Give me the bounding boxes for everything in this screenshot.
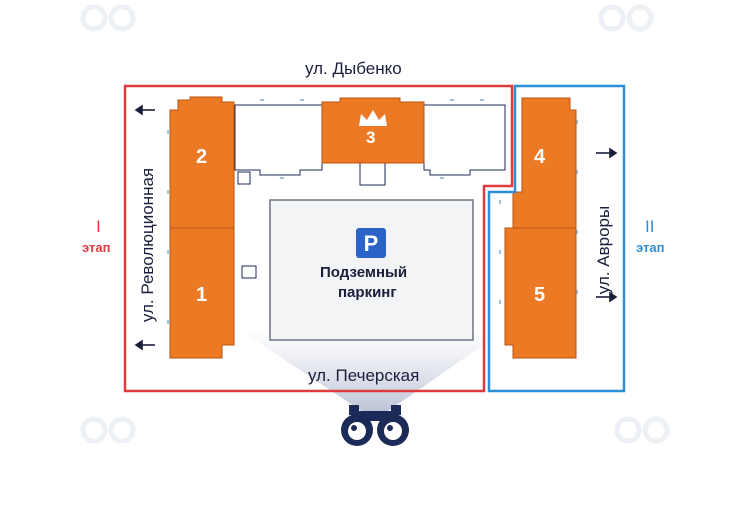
building-2-shape xyxy=(169,96,235,229)
direction-arrows xyxy=(134,104,618,351)
parking-area xyxy=(269,199,474,341)
building-number-4: 4 xyxy=(534,146,546,168)
parking-caption-line1: Подземный xyxy=(320,264,408,281)
street-east: ул. Авроры xyxy=(594,205,613,295)
other-buildings xyxy=(234,104,506,279)
parking-icon xyxy=(356,228,386,258)
orange-buildings xyxy=(169,96,577,359)
building-number-2: 2 xyxy=(196,146,208,168)
street-north: ул. Дыбенко xyxy=(305,59,402,78)
parking-icon-letter: P xyxy=(364,231,379,256)
building-number-1: 1 xyxy=(196,284,208,306)
parking-caption-line2: паркинг xyxy=(338,284,397,301)
watermark-binoculars-icon xyxy=(80,4,670,444)
view-cone xyxy=(240,330,505,420)
binoculars-icon xyxy=(341,405,409,446)
building-number-5: 5 xyxy=(534,284,546,306)
stage-2-boundary xyxy=(487,84,626,393)
building-5-shape xyxy=(504,227,577,359)
building-3-shape xyxy=(321,97,425,164)
street-west: ул. Революционная xyxy=(138,167,157,323)
stage-1-numeral: I xyxy=(96,217,101,236)
stage-2-word: этап xyxy=(636,240,665,255)
crown-icon xyxy=(359,110,387,126)
stage-2-numeral: II xyxy=(645,217,655,236)
building-number-3: 3 xyxy=(366,128,376,147)
stage-1-boundary xyxy=(123,84,514,393)
building-1-shape xyxy=(169,227,235,359)
street-south: ул. Печерская xyxy=(308,366,420,385)
stage-1-word: этап xyxy=(82,240,111,255)
